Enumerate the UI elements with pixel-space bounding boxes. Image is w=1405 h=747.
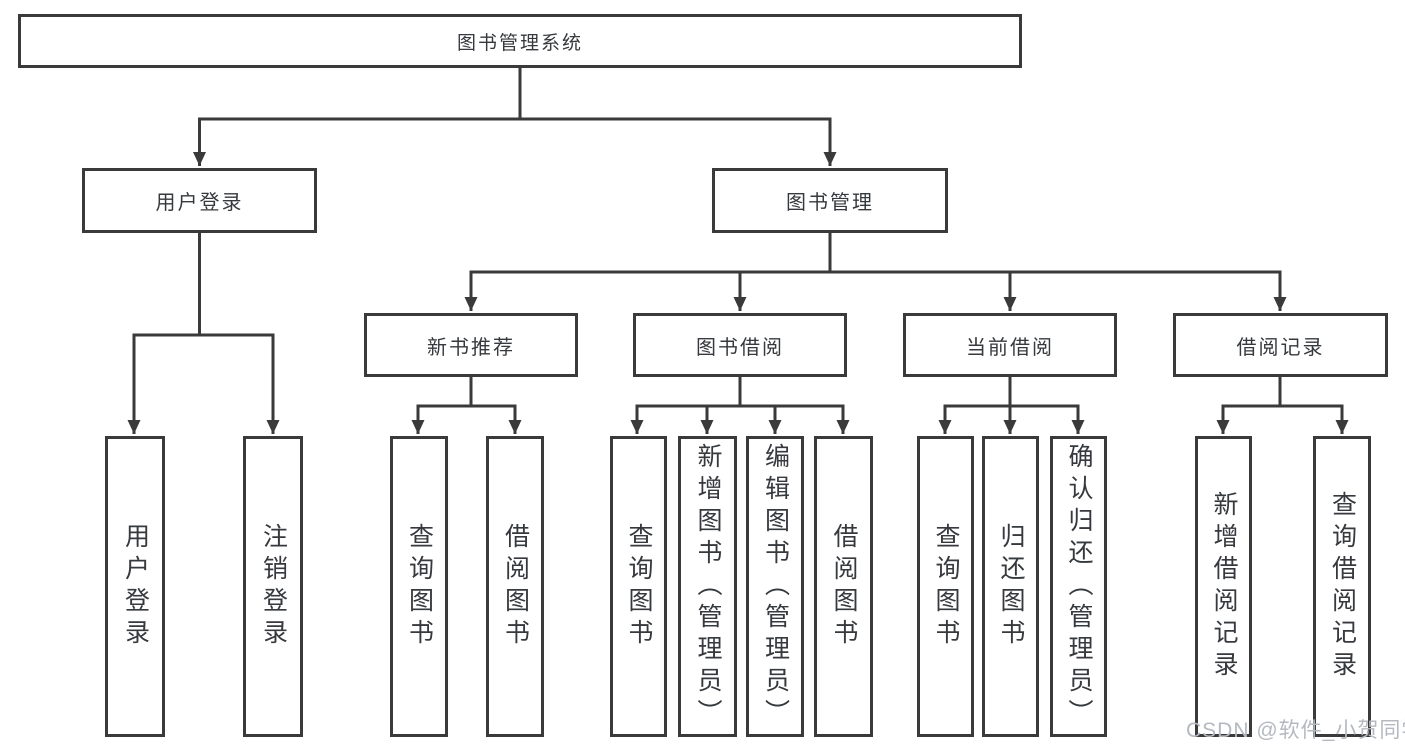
node-library-management-system: 图书管理系统	[18, 14, 1022, 68]
node-label: 归还图书	[997, 522, 1025, 651]
leaf-query-borrow-record: 查询借阅记录	[1313, 436, 1371, 737]
node-user-login: 用户登录	[82, 168, 317, 233]
node-label: 注销登录	[259, 522, 288, 651]
leaf-borrow-books: 借阅图书	[486, 436, 544, 737]
node-label: 借阅图书	[501, 522, 530, 651]
node-label: 查询图书	[625, 522, 653, 651]
node-label: 当前借阅	[966, 336, 1054, 359]
leaf-user-login: 用户登录	[105, 436, 165, 737]
node-book-borrowing: 图书借阅	[633, 313, 847, 377]
node-book-management: 图书管理	[712, 168, 948, 233]
leaf-query-books: 查询图书	[390, 436, 448, 737]
leaf-add-borrow-record: 新增借阅记录	[1195, 436, 1252, 737]
node-label: 借阅记录	[1236, 336, 1325, 359]
node-label: 新增借阅记录	[1210, 490, 1238, 683]
node-label: 查询图书	[405, 522, 434, 651]
node-label: 编辑图书（管理员）	[761, 442, 790, 731]
leaf-return-books: 归还图书	[982, 436, 1039, 737]
connector-arrows	[127, 119, 1349, 434]
leaf-logout: 注销登录	[243, 436, 303, 737]
csdn-watermark: CSDN @软件_小贺同学	[1186, 719, 1405, 742]
node-label: 新书推荐	[427, 336, 515, 359]
node-label: 新增图书（管理员）	[694, 442, 722, 731]
leaf-confirm-return-admin: 确认归还（管理员）	[1050, 436, 1107, 737]
node-new-book-recommendation: 新书推荐	[364, 313, 578, 377]
node-current-borrowing: 当前借阅	[903, 313, 1117, 377]
node-label: 查询图书	[932, 522, 960, 651]
node-borrowing-records: 借阅记录	[1173, 313, 1388, 377]
node-label: 借阅图书	[830, 522, 858, 651]
leaf-edit-books-admin: 编辑图书（管理员）	[746, 436, 804, 737]
node-label: 查询借阅记录	[1328, 490, 1357, 683]
leaf-add-books-admin: 新增图书（管理员）	[678, 436, 737, 737]
node-label: 图书管理	[786, 192, 874, 214]
leaf-borrow-books: 借阅图书	[814, 436, 873, 737]
leaf-query-books: 查询图书	[610, 436, 667, 737]
node-label: 用户登录	[155, 192, 244, 214]
node-label: 用户登录	[121, 522, 150, 651]
node-label: 确认归还（管理员）	[1065, 442, 1093, 731]
node-label: 图书管理系统	[456, 32, 583, 54]
leaf-query-books: 查询图书	[917, 436, 974, 737]
connector-spines	[132, 66, 1344, 408]
node-label: 图书借阅	[696, 336, 784, 359]
